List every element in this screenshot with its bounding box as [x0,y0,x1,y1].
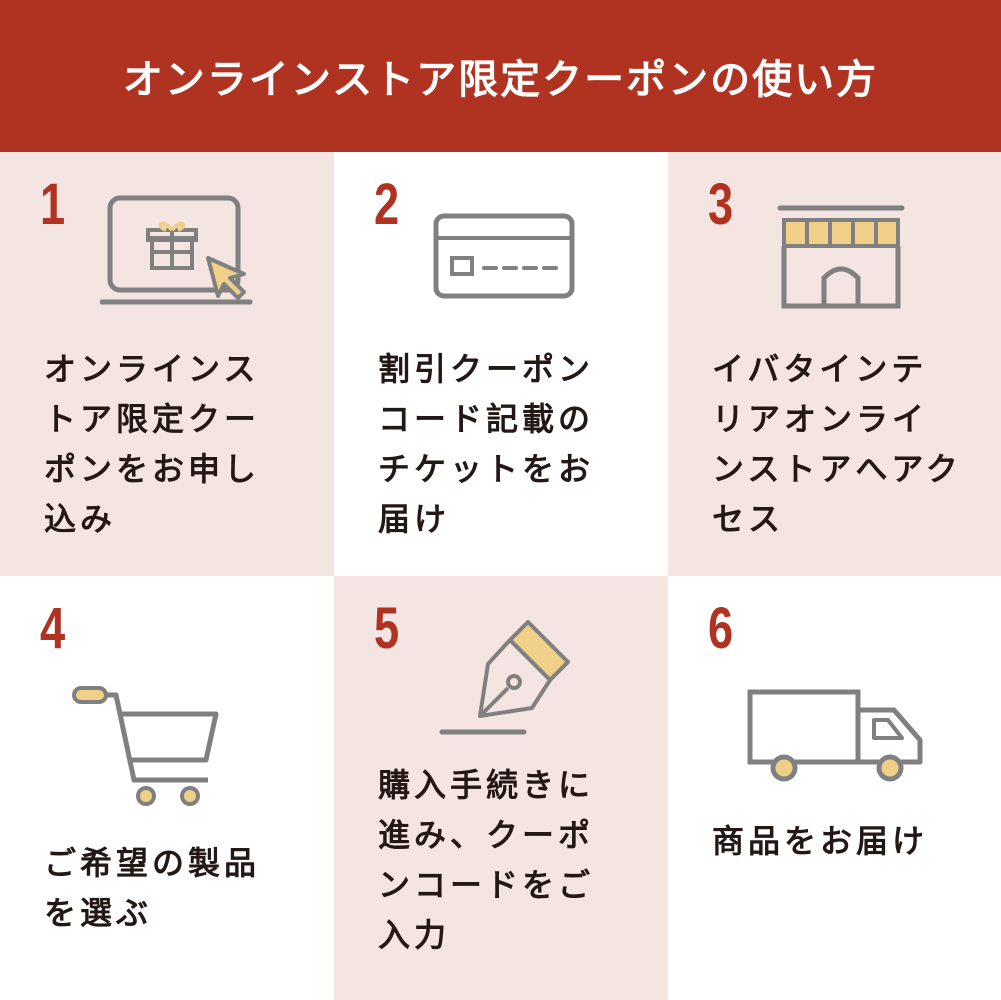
step-number: 1 [40,172,66,237]
step-text: 購入手続きに進み、クーポンコードをご入力 [378,766,595,954]
step-number: 6 [708,596,734,661]
card-icon [433,213,575,299]
step-card-1: 1 オンラインストア限定クーポンをお申し込み [0,152,334,576]
step-text: オンラインストア限定クーポンをお申し込み [44,350,261,538]
step-card-3: 3 イバタインテリアオンラインストアへアクセス [668,152,1001,576]
steps-grid: 1 オンラインストア限定クーポンをお申し込み 2 割引クーポンコード記載のチケ [0,152,1001,1000]
storefront-icon [777,205,905,309]
pen-nib-icon [439,620,570,735]
step-number: 2 [374,172,400,237]
step-card-6: 6 商品をお届け [668,576,1001,1000]
header-banner: オンラインストア限定クーポンの使い方 [0,0,1001,152]
page-title: オンラインストア限定クーポンの使い方 [122,57,879,103]
step-text: 割引クーポンコード記載のチケットをお届け [378,350,595,538]
step-number: 5 [374,596,400,661]
shopping-cart-icon [72,686,219,806]
laptop-gift-cursor-icon [100,195,253,305]
step-text: ご希望の製品を選ぶ [44,844,261,932]
step-text: イバタインテリアオンラインストアへアクセス [712,350,962,538]
step-number: 4 [40,596,66,661]
step-text: 商品をお届け [712,822,929,860]
step-number: 3 [708,172,734,237]
step-card-4: 4 ご希望の製品を選ぶ [0,576,334,1000]
delivery-truck-icon [747,689,923,782]
step-card-2: 2 割引クーポンコード記載のチケットをお届け [334,152,668,576]
step-card-5: 5 購入手続きに進み、クーポンコードをご入力 [334,576,668,1000]
